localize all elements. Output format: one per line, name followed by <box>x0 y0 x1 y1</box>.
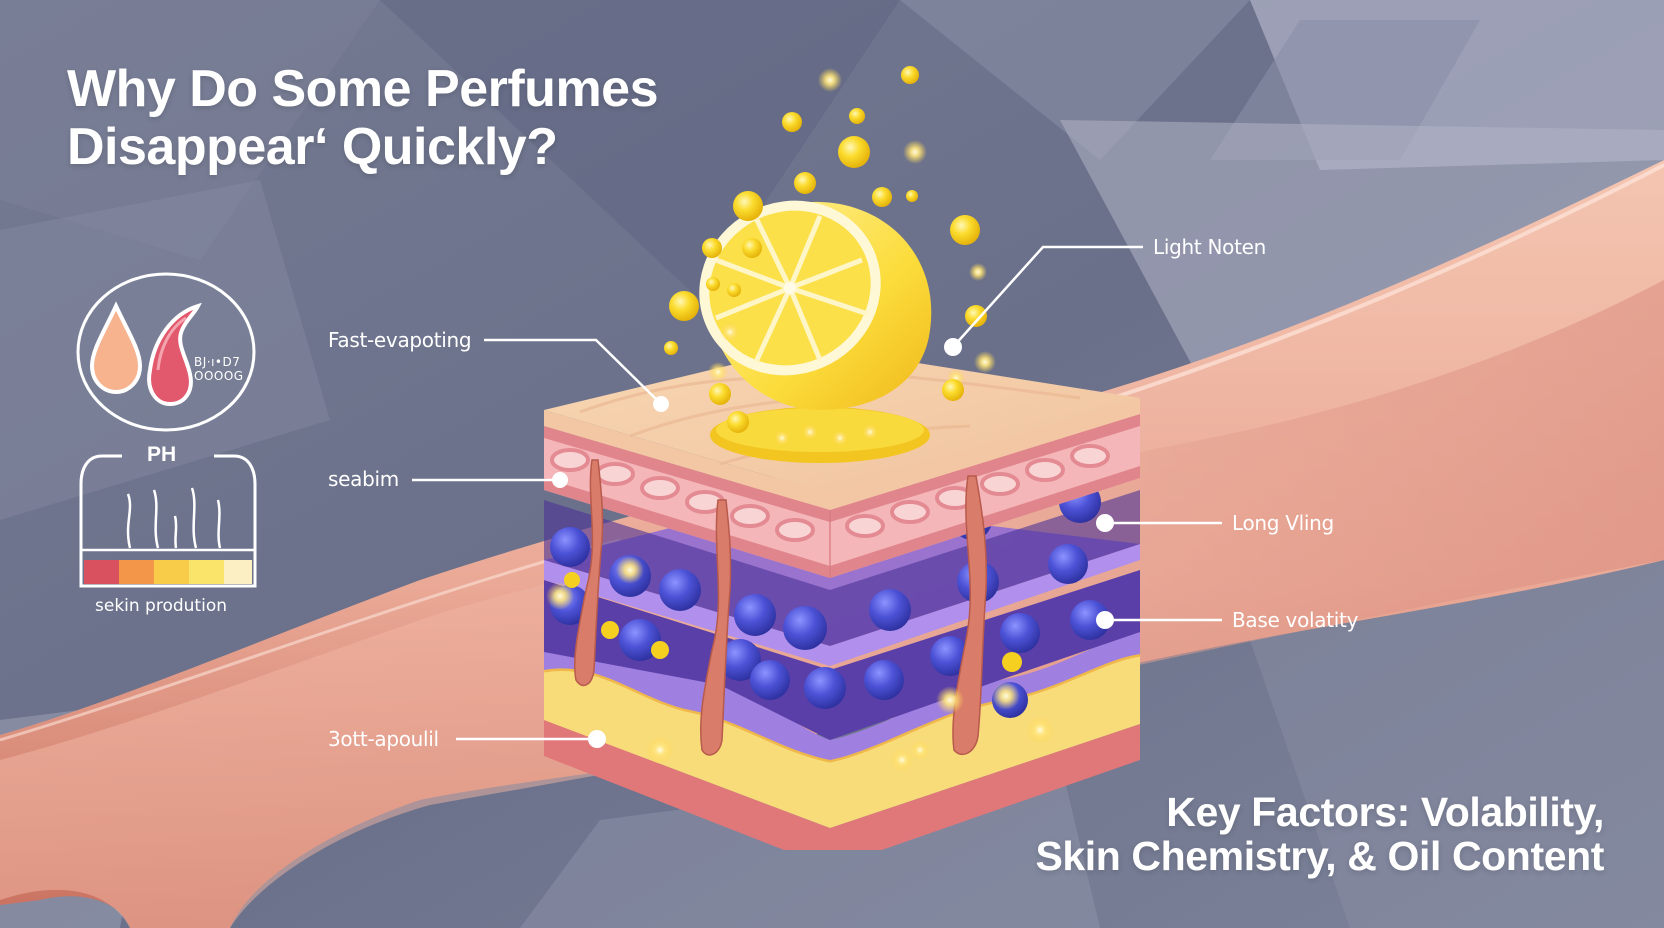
hair-follicles <box>573 459 988 756</box>
callout-dot <box>1096 611 1114 629</box>
evaporating-droplets <box>664 66 996 433</box>
callout-fast-evaporating: Fast-evapoting <box>328 328 472 352</box>
callout-dot <box>1096 514 1114 532</box>
ph-caption: sekin prodution <box>95 596 227 616</box>
page-title: Why Do Some Perfumes Disappear‘ Quickly? <box>67 60 659 176</box>
key-factors-caption: Key Factors: Volability, Skin Chemistry,… <box>1035 790 1604 878</box>
footer-line-2: Skin Chemistry, & Oil Content <box>1035 833 1604 879</box>
callout-dot <box>588 730 606 748</box>
badge-text: BJ·ı•D7 OOOOG <box>194 355 244 383</box>
callout-dot <box>944 338 962 356</box>
ph-title: PH <box>147 443 177 466</box>
callout-light-notes: Light Noten <box>1153 235 1266 259</box>
callout-subcutaneous: 3ott-apoulil <box>328 727 439 751</box>
skin-type-badge: BJ·ı•D7 OOOOG <box>74 270 258 434</box>
skin-cells <box>550 444 1110 542</box>
callout-dot <box>552 472 568 488</box>
ph-scale-icon <box>79 454 257 588</box>
callout-long-lasting: Long Vling <box>1232 511 1334 535</box>
oil-drops-icon <box>76 272 256 432</box>
ph-gauge: PH <box>78 440 258 590</box>
skin-layers-cross-section-icon <box>543 66 1141 850</box>
callout-dot <box>653 396 669 412</box>
title-line-1: Why Do Some Perfumes <box>67 60 659 118</box>
skin-layers-illustration <box>520 60 1160 850</box>
footer-line-1: Key Factors: Volability, <box>1166 789 1604 835</box>
callout-sebum: seabim <box>328 467 399 491</box>
title-line-2: Disappear‘ Quickly? <box>67 118 558 176</box>
glow-particles <box>546 556 1054 772</box>
callout-base-volatility: Base volatity <box>1232 608 1359 632</box>
